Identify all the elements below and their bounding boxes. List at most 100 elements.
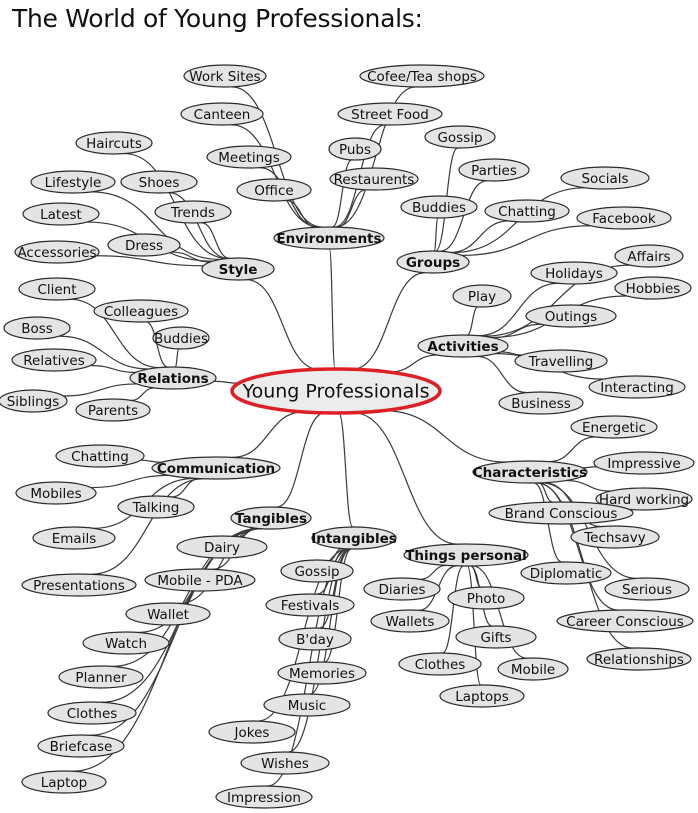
connector-center-tangibles	[276, 412, 325, 508]
node-label: Talking	[132, 500, 180, 516]
node-things-personal-diaries: Diaries	[363, 577, 441, 601]
node-communication-talking: Talking	[117, 495, 195, 519]
node-label: Presentations	[33, 578, 125, 594]
connector-relations-1	[145, 321, 169, 368]
connector-things-personal-4	[442, 565, 464, 654]
node-activities-business: Business	[498, 391, 584, 415]
hub-characteristics: Characteristics	[472, 460, 588, 484]
node-label: Canteen	[194, 107, 251, 123]
node-label: Mobiles	[30, 486, 81, 502]
node-label: Gossip	[437, 130, 482, 146]
node-environments-pubs: Pubs	[328, 137, 382, 161]
node-label: Office	[254, 183, 293, 199]
node-label: Diplomatic	[530, 566, 603, 582]
hub-style: Style	[201, 257, 275, 281]
hub-things-personal: Things personal	[403, 543, 529, 567]
node-communication-mobiles: Mobiles	[15, 481, 97, 505]
hub-relations: Relations	[129, 366, 217, 390]
hub-label: Tangibles	[235, 511, 307, 527]
node-label: Energetic	[582, 420, 646, 436]
connector-style-4	[201, 222, 230, 259]
node-intangibles-memories: Memories	[277, 661, 367, 685]
node-relations-buddies: Buddies	[152, 326, 210, 350]
node-style-lifestyle: Lifestyle	[30, 170, 116, 194]
node-style-haircuts: Haircuts	[75, 131, 153, 155]
node-characteristics-energetic: Energetic	[570, 415, 658, 439]
node-label: Techsavy	[583, 530, 646, 546]
node-activities-travelling: Travelling	[514, 349, 608, 373]
node-label: Wallets	[386, 614, 435, 630]
connector-environments-3	[285, 199, 317, 228]
connector-style-2	[168, 192, 229, 259]
connector-environments-7	[337, 189, 366, 228]
connector-environments-6	[331, 159, 353, 228]
node-label: Affairs	[627, 249, 670, 265]
node-style-trends: Trends	[154, 200, 232, 224]
node-label: Travelling	[528, 354, 594, 370]
node-relations-client: Client	[18, 277, 96, 301]
node-label: Lifestyle	[45, 175, 102, 191]
node-intangibles-music: Music	[263, 693, 351, 717]
connector-center-activities	[389, 354, 438, 373]
node-label: Mobile - PDA	[157, 573, 243, 589]
connector-groups-3	[450, 220, 509, 254]
node-label: Outings	[545, 309, 597, 325]
node-label: Dairy	[204, 540, 240, 556]
hub-label: Groups	[406, 255, 460, 271]
node-label: Hard working	[599, 492, 689, 508]
node-relations-boss: Boss	[3, 316, 71, 340]
hub-groups: Groups	[396, 250, 470, 274]
node-label: Colleagues	[104, 304, 178, 320]
node-things-personal-clothes: Clothes	[398, 652, 482, 676]
hub-label: Communication	[157, 461, 275, 477]
node-label: Gossip	[294, 564, 339, 580]
node-environments-meetings: Meetings	[206, 145, 292, 169]
hub-label: Style	[219, 262, 258, 278]
connector-activities-7	[477, 355, 527, 394]
node-intangibles-wishes: Wishes	[240, 751, 330, 775]
node-activities-hobbies: Hobbies	[614, 276, 692, 300]
node-intangibles-jokes: Jokes	[208, 720, 296, 744]
connector-center-style	[246, 279, 319, 370]
node-things-personal-gifts: Gifts	[455, 625, 537, 649]
node-label: Laptops	[455, 689, 509, 705]
connector-style-1	[91, 191, 220, 261]
node-tangibles-clothes: Clothes	[47, 701, 137, 725]
node-label: Work Sites	[189, 69, 260, 85]
node-groups-buddies: Buddies	[400, 195, 478, 219]
connector-communication-1	[90, 474, 169, 489]
node-communication-chatting: Chatting	[55, 444, 145, 468]
node-label: Parties	[471, 163, 517, 179]
node-groups-chatting: Chatting	[484, 199, 570, 223]
connector-center-communication	[232, 411, 304, 458]
connector-communication-4	[91, 478, 204, 575]
node-relations-colleagues: Colleagues	[93, 299, 189, 323]
connector-things-personal-6	[466, 565, 482, 686]
node-environments-restaurents: Restaurents	[329, 167, 419, 191]
node-tangibles-mobile-pda: Mobile - PDA	[144, 568, 256, 592]
node-label: Career Conscious	[566, 614, 684, 630]
node-environments-work-sites: Work Sites	[183, 64, 267, 88]
hub-intangibles: Intangibles	[311, 526, 397, 550]
connector-lines	[59, 86, 637, 787]
node-label: Meetings	[218, 150, 279, 166]
connector-environments-4	[335, 86, 416, 228]
node-label: Play	[468, 289, 496, 305]
node-groups-facebook: Facebook	[576, 206, 672, 230]
node-label: Emails	[52, 531, 97, 547]
node-characteristics-serious: Serious	[604, 577, 690, 601]
node-label: Relatives	[23, 353, 84, 369]
node-label: Memories	[289, 666, 355, 682]
node-label: B'day	[296, 632, 334, 648]
node-style-latest: Latest	[22, 202, 100, 226]
node-label: Trends	[170, 205, 215, 221]
connector-characteristics-0	[549, 436, 596, 463]
node-label: Watch	[105, 636, 147, 652]
node-label: Haircuts	[86, 136, 142, 152]
node-label: Impressive	[607, 456, 680, 472]
node-label: Laptop	[41, 775, 88, 791]
connector-relations-2	[174, 348, 180, 368]
node-label: Client	[37, 282, 76, 298]
node-label: Wishes	[261, 756, 309, 772]
node-label: Restaurents	[334, 172, 415, 188]
